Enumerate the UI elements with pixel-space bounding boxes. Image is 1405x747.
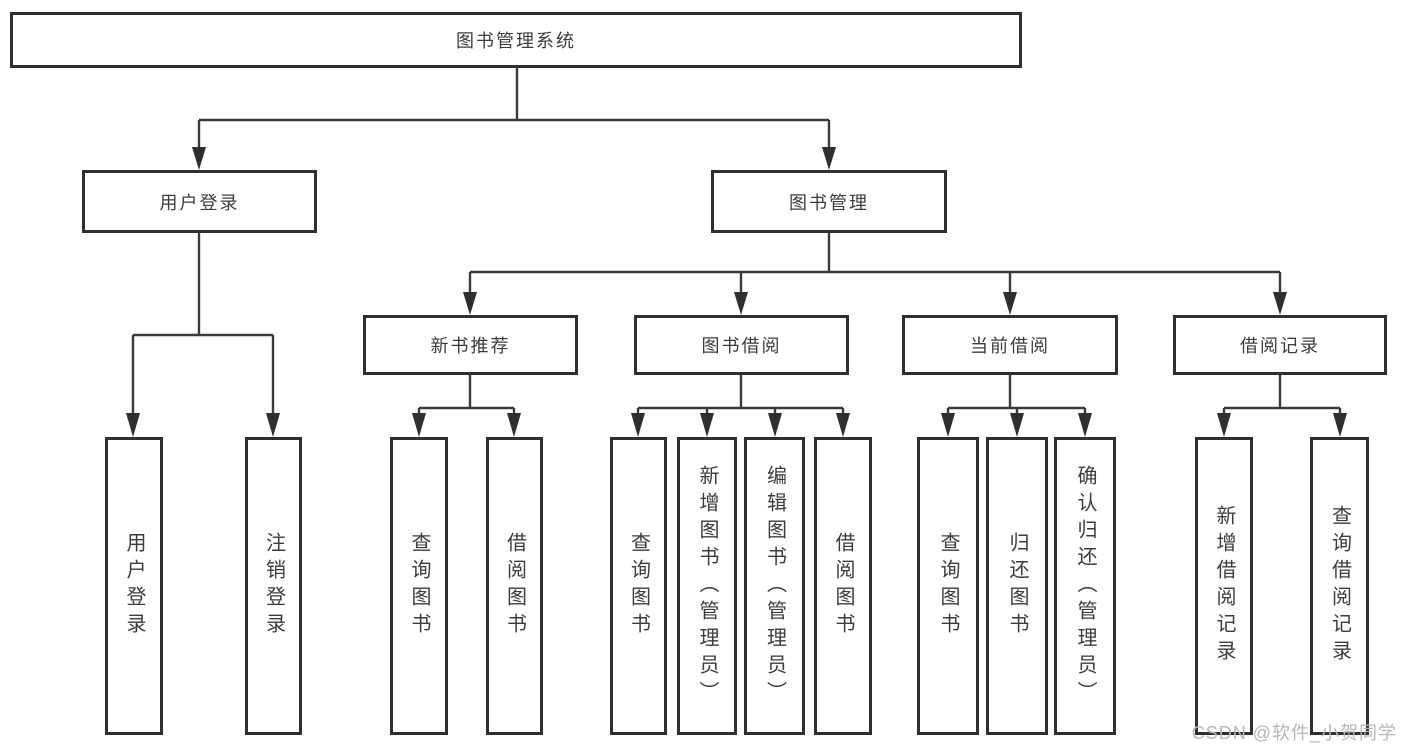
node-label: 查询图书 xyxy=(627,532,650,640)
node-label: 新增借阅记录 xyxy=(1213,505,1235,667)
node-book-management: 图书管理 xyxy=(711,170,947,233)
node-label: 注销登录 xyxy=(262,532,285,640)
arrowhead xyxy=(768,413,782,437)
node-label: 确认归还（管理员） xyxy=(1074,464,1096,708)
arrowhead xyxy=(836,413,850,437)
arrowhead xyxy=(1010,413,1024,437)
arrowhead xyxy=(1273,292,1287,315)
leaf-logout: 注销登录 xyxy=(245,437,302,735)
leaf-edit-book-admin: 编辑图书（管理员） xyxy=(744,437,805,735)
connector-current-borrowing-children xyxy=(941,375,1092,437)
leaf-add-borrow-record: 新增借阅记录 xyxy=(1195,437,1253,735)
arrowhead xyxy=(631,413,645,437)
leaf-query-book-recommend: 查询图书 xyxy=(390,437,448,735)
node-current-borrowing: 当前借阅 xyxy=(902,315,1118,375)
node-new-book-recommend: 新书推荐 xyxy=(363,315,578,375)
node-label: 图书管理 xyxy=(789,192,869,213)
arrowhead xyxy=(822,147,836,170)
leaf-return-book: 归还图书 xyxy=(986,437,1048,735)
node-label: 当前借阅 xyxy=(970,336,1050,356)
arrowhead xyxy=(463,292,477,315)
connector-book-borrowing-children xyxy=(631,375,850,437)
leaf-query-book-current: 查询图书 xyxy=(917,437,979,735)
arrowhead xyxy=(1003,292,1017,315)
node-label: 查询图书 xyxy=(408,532,430,640)
node-book-borrowing: 图书借阅 xyxy=(634,315,849,375)
node-label: 编辑图书（管理员） xyxy=(763,464,786,708)
connector-borrowing-records-children xyxy=(1217,375,1347,437)
leaf-borrow-book-recommend: 借阅图书 xyxy=(486,437,543,735)
arrowhead xyxy=(266,413,280,437)
arrowhead xyxy=(192,147,206,170)
leaf-add-book-admin: 新增图书（管理员） xyxy=(677,437,737,735)
leaf-query-borrow-record: 查询借阅记录 xyxy=(1310,437,1369,735)
leaf-borrow-book-borrowing: 借阅图书 xyxy=(814,437,872,735)
connector-root-to-level2 xyxy=(192,68,836,170)
node-label: 归还图书 xyxy=(1006,532,1028,640)
arrowhead xyxy=(412,413,426,437)
arrowhead xyxy=(941,413,955,437)
arrowhead xyxy=(1333,413,1347,437)
node-label: 图书借阅 xyxy=(701,336,782,356)
node-label: 查询借阅记录 xyxy=(1328,505,1351,667)
node-label: 借阅图书 xyxy=(503,532,526,640)
arrowhead xyxy=(734,292,748,315)
node-label: 借阅图书 xyxy=(832,532,854,640)
csdn-watermark: CSDN @软件_小贺同学 xyxy=(1191,723,1397,743)
node-label: 用户登录 xyxy=(123,532,145,640)
arrowhead xyxy=(1078,413,1092,437)
leaf-confirm-return-admin: 确认归还（管理员） xyxy=(1054,437,1116,735)
arrowhead xyxy=(507,413,521,437)
node-label: 借阅记录 xyxy=(1240,336,1320,356)
leaf-user-login: 用户登录 xyxy=(105,437,163,735)
connector-new-book-recommend-children xyxy=(412,375,521,437)
leaf-query-book-borrowing: 查询图书 xyxy=(610,437,667,735)
node-root-system: 图书管理系统 xyxy=(10,12,1022,68)
node-label: 新增图书（管理员） xyxy=(696,464,718,708)
node-label: 新书推荐 xyxy=(430,336,511,356)
node-label: 用户登录 xyxy=(159,192,240,213)
node-user-login: 用户登录 xyxy=(82,170,317,233)
node-borrowing-records: 借阅记录 xyxy=(1173,315,1387,375)
arrowhead xyxy=(700,413,714,437)
connector-book-management-children xyxy=(463,233,1287,315)
node-label: 查询图书 xyxy=(937,532,959,640)
arrowhead xyxy=(126,413,140,437)
node-label: 图书管理系统 xyxy=(456,31,576,51)
connector-user-login-children xyxy=(126,233,280,437)
arrowhead xyxy=(1217,413,1231,437)
